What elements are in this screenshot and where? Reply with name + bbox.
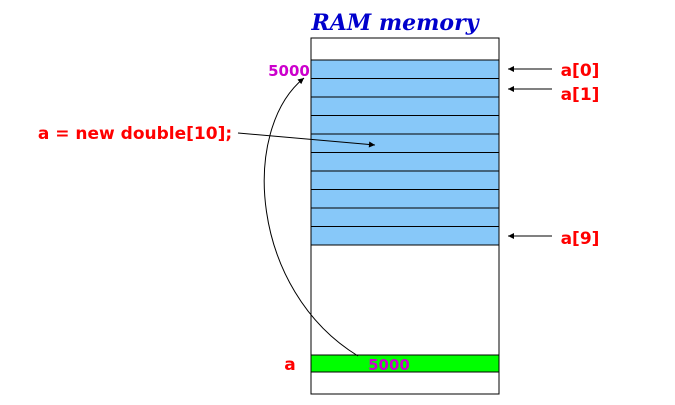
array-cell-4 [310, 133, 500, 153]
array-cell-9 [310, 226, 500, 246]
variable-value: 5000 [368, 356, 410, 374]
array-cell-3 [310, 115, 500, 135]
array-cell-8 [310, 207, 500, 227]
element-label-a9: a[9] [561, 229, 600, 249]
array-statement-label: a = new double[10]; [38, 124, 232, 144]
array-cell-1 [310, 78, 500, 98]
array-cell-2 [310, 96, 500, 116]
pointer-arrow [263, 77, 359, 357]
diagram-title: RAM memory [311, 10, 481, 36]
array-cell-6 [310, 170, 500, 190]
array-cell-0 [310, 59, 500, 79]
array-cells [310, 59, 500, 246]
base-address-label: 5000 [268, 62, 310, 80]
element-label-a0: a[0] [561, 61, 600, 81]
variable-cell [310, 354, 500, 373]
array-cell-7 [310, 189, 500, 209]
array-cell-5 [310, 152, 500, 172]
element-label-a1: a[1] [561, 85, 600, 105]
statement-arrow [237, 132, 376, 148]
variable-name: a [284, 355, 295, 375]
